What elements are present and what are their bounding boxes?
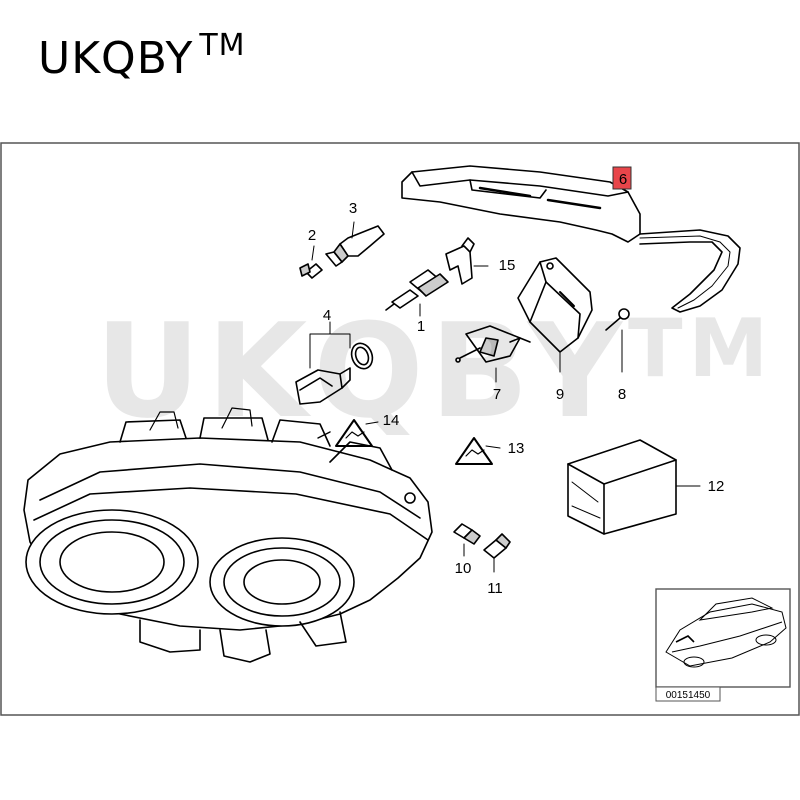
- control-module-part: [517, 257, 593, 373]
- warning-label-14: [317, 419, 379, 447]
- brand-name: UKQBY: [38, 33, 194, 84]
- watermark-trademark: TM: [627, 302, 775, 395]
- bulb-socket-part: [325, 221, 385, 267]
- callout-9: 9: [556, 386, 564, 403]
- callout-2: 2: [308, 227, 316, 244]
- diagram-number: 00151450: [666, 690, 711, 701]
- callout-11: 11: [487, 580, 503, 597]
- igniter-part: [455, 325, 531, 383]
- watermark: UKQBYTM: [95, 295, 774, 447]
- h7-bulb-part: [385, 269, 449, 317]
- callout-14: 14: [383, 412, 400, 429]
- callout-15: 15: [499, 257, 516, 274]
- vehicle-inset: 00151450: [655, 588, 791, 702]
- warning-label-13: [455, 437, 501, 465]
- retaining-clip-part: [445, 237, 489, 285]
- callout-8: 8: [618, 386, 626, 403]
- callout-7: 7: [493, 386, 501, 403]
- brand-trademark: TM: [199, 28, 246, 63]
- small-bulb-10: [453, 523, 481, 557]
- screw-part: [605, 308, 630, 373]
- callout-13: 13: [508, 440, 525, 457]
- callout-6: 6: [619, 171, 627, 188]
- small-bulb-11: [483, 533, 511, 573]
- diagram-border: [0, 142, 800, 716]
- callout-10: 10: [455, 560, 472, 577]
- callout-1: 1: [417, 318, 425, 335]
- parts-diagram: 00151450 1 2 3 4 6 7 8 9 10 11 12 13 14 …: [0, 142, 800, 716]
- headlight-housing: [23, 407, 433, 663]
- wedge-bulb-part: [299, 245, 323, 279]
- callout-3: 3: [349, 200, 357, 217]
- repair-kit-box-part: [567, 439, 701, 535]
- trim-strip-part: [401, 165, 741, 313]
- callout-12: 12: [708, 478, 725, 495]
- watermark-name: UKQBY: [95, 295, 628, 447]
- highlight-box-6: [612, 166, 632, 190]
- socket-ring-part: [295, 321, 374, 405]
- callout-4: 4: [323, 307, 331, 324]
